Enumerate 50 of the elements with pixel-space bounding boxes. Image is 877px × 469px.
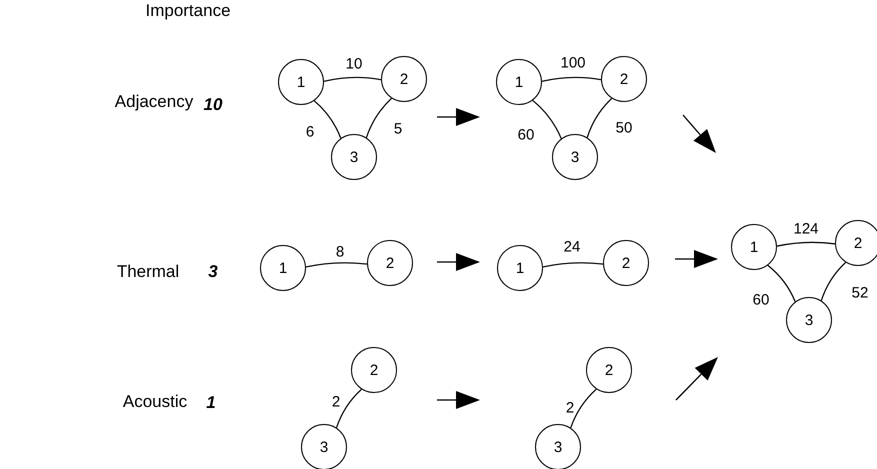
connector-line [820, 262, 846, 301]
graph-node: 2 [601, 56, 647, 102]
connector-line [532, 100, 562, 139]
edge-label: 24 [564, 240, 580, 254]
graph-node: 3 [535, 424, 581, 469]
row-label: Thermal [116, 262, 180, 282]
row-label: Adjacency [114, 92, 194, 112]
graph-node: 3 [331, 134, 377, 180]
graph-node: 1 [497, 245, 543, 291]
connector-line [776, 242, 836, 247]
connector-line [336, 388, 362, 428]
graph-node: 2 [586, 347, 632, 393]
edge-label: 60 [518, 128, 534, 142]
edge-label: 124 [793, 222, 819, 236]
connector-line [542, 76, 602, 82]
importance-value: 1 [206, 393, 216, 413]
graph-node: 1 [496, 59, 542, 105]
row-label: Importance [145, 1, 231, 21]
connector-line [767, 264, 796, 302]
edge-label: 6 [306, 124, 314, 140]
importance-value: 3 [208, 262, 218, 282]
graph-node: 2 [351, 347, 397, 393]
graph-node: 2 [603, 240, 649, 286]
edge-label: 100 [560, 56, 586, 70]
edge-label: 60 [752, 292, 770, 308]
graph-node: 3 [552, 134, 598, 180]
graph-node: 2 [835, 220, 877, 266]
connector-line [570, 388, 597, 428]
edge-label: 5 [394, 122, 402, 136]
graph-node: 2 [367, 240, 413, 286]
graph-node: 2 [381, 56, 427, 102]
edge-label: 52 [852, 286, 868, 300]
edge-label: 10 [346, 56, 362, 72]
connector-line [366, 98, 392, 138]
edge-label: 2 [566, 400, 574, 416]
connector-line [306, 262, 368, 268]
row-label: Acoustic [122, 392, 188, 412]
graph-node: 1 [278, 59, 324, 105]
graph-node: 3 [786, 297, 832, 343]
graph-node: 3 [301, 424, 347, 469]
connector-line [586, 98, 612, 138]
edge-label: 8 [336, 244, 344, 260]
connector-line [314, 100, 342, 138]
connector-line [542, 262, 604, 268]
importance-value: 10 [204, 95, 222, 115]
edge-label: 50 [616, 120, 632, 136]
edge-label: 2 [332, 394, 340, 410]
graph-node: 1 [260, 245, 306, 291]
connector-line [324, 76, 382, 82]
graph-node: 1 [731, 224, 777, 270]
